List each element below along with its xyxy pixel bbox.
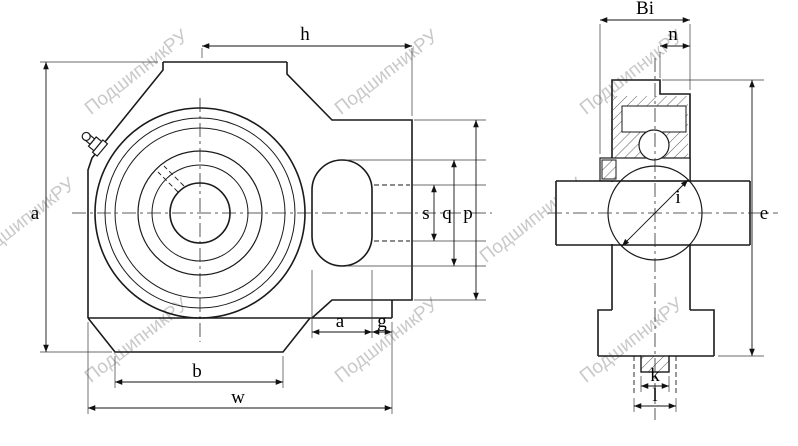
inner-ring-section [600, 158, 690, 181]
housing-right-frame [286, 62, 413, 319]
front-view: h a s q p a g b w [31, 24, 492, 414]
seat-ring-circle [114, 127, 286, 299]
hidden-setscrew-line [163, 165, 185, 187]
housing-left-edge [87, 62, 164, 318]
dim-label-g: g [377, 311, 387, 332]
dim-label-e: e [760, 203, 768, 224]
dim-label-p: p [463, 203, 473, 224]
dim-label-k: k [650, 365, 660, 386]
slider-base [87, 317, 311, 353]
dim-label-n: n [668, 24, 678, 45]
dim-label-l: l [652, 385, 657, 406]
setscrew-section [601, 159, 617, 180]
watermark-text: ПодшипникРУ [0, 173, 80, 267]
dim-label-a-left: a [31, 203, 40, 224]
bearing-section [599, 105, 691, 182]
dim-label-i: i [675, 187, 680, 208]
watermark-text: ПодшипникРУ [81, 293, 193, 387]
housing-outline [87, 61, 413, 353]
ball-section [638, 129, 670, 161]
grease-nipple-dome [81, 131, 91, 142]
outer-ring-circle [137, 150, 263, 276]
seat-ring-circle [104, 117, 296, 309]
outer-ring-section [622, 106, 686, 132]
dim-label-Bi: Bi [636, 0, 654, 19]
dimension-lines [600, 17, 755, 409]
dimension-lines [43, 43, 479, 411]
housing-body-outline [611, 79, 691, 310]
dim-label-q: q [442, 203, 452, 224]
watermark-text: ПодшипникРУ [331, 293, 443, 387]
dim-label-b: b [192, 361, 202, 382]
base-left-flange [597, 309, 612, 356]
dim-label-w: w [231, 387, 245, 408]
leader-line-i [621, 179, 689, 247]
dim-label-h: h [300, 24, 310, 45]
watermark-text: ПодшипникРУ [81, 25, 193, 119]
watermark-text: ПодшипникРУ [576, 293, 688, 387]
base-right-flange [690, 309, 715, 356]
shaft-bore-circle [169, 182, 231, 244]
take-up-slot [311, 159, 373, 267]
dim-label-s: s [422, 203, 429, 224]
inner-ring-circle [151, 164, 249, 262]
watermark-text: ПодшипникРУ [331, 25, 443, 119]
dim-label-a-bottom: a [336, 311, 345, 332]
grease-fitting [81, 131, 109, 157]
hidden-setscrew-line [157, 171, 179, 193]
side-view: Bi n i e k l [548, 0, 778, 420]
